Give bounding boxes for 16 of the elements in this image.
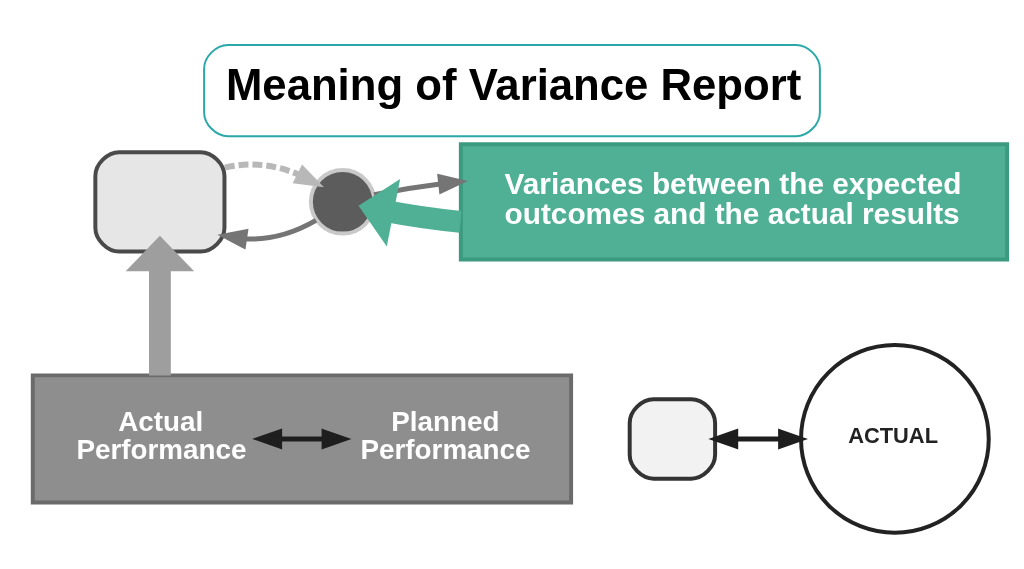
node-box xyxy=(93,149,227,253)
arrow xyxy=(125,235,195,375)
arrow xyxy=(252,428,352,449)
arrow xyxy=(708,428,808,449)
node-text: Actual Performance xyxy=(76,405,247,465)
node-circle xyxy=(308,167,377,236)
node-circle: ACTUAL xyxy=(799,342,991,535)
node-box: Variances between the expected outcomes and the actual results xyxy=(458,141,1010,261)
node-box xyxy=(627,396,718,481)
arrow xyxy=(217,217,318,250)
node-text: Planned Performance xyxy=(360,405,531,465)
cluster xyxy=(30,372,574,504)
arrow xyxy=(358,178,462,246)
diagram-title: Meaning of Variance Report xyxy=(225,59,802,109)
arrow xyxy=(224,161,325,187)
arrow xyxy=(373,173,468,197)
